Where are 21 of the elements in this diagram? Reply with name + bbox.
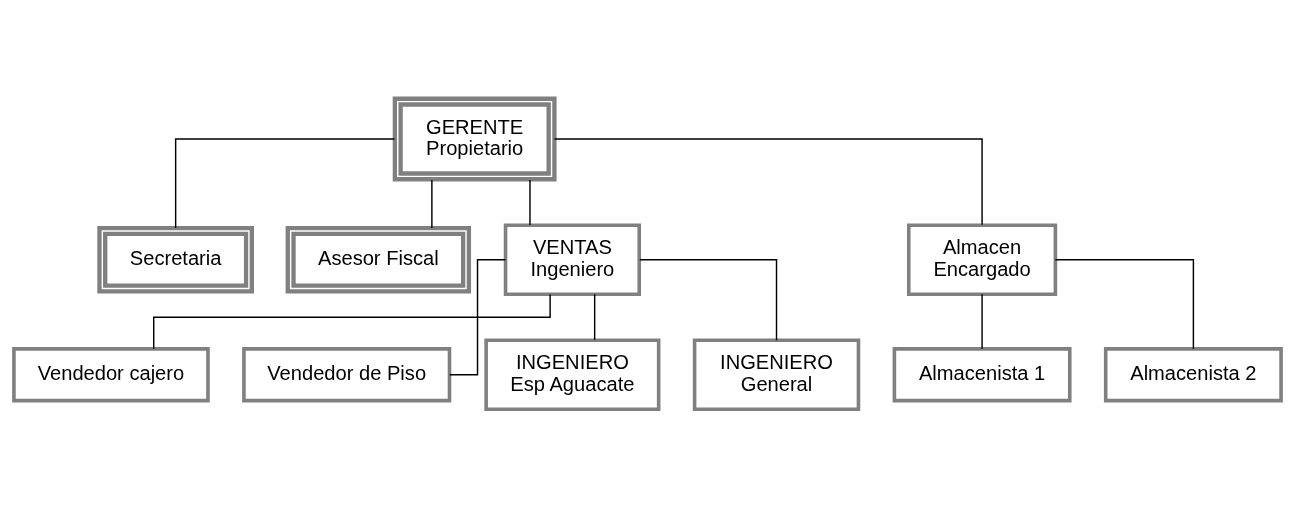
node-box: Vendedor cajero: [12, 347, 210, 403]
node-box: Almacen Encargado: [906, 223, 1058, 297]
node-box: Secretaria: [97, 225, 254, 294]
node-box: VENTAS Ingeniero: [503, 223, 642, 297]
connector: [174, 138, 396, 229]
node-box: Vendedor de Piso: [242, 347, 452, 403]
connector: [529, 179, 531, 226]
node-box: Asesor Fiscal: [285, 225, 472, 294]
connector: [593, 293, 596, 341]
connector: [449, 259, 507, 376]
connector: [431, 179, 433, 229]
node-box: GERENTE Propietario: [392, 96, 557, 182]
connector: [153, 293, 551, 350]
node-box: INGENIERO Esp Aguacate: [484, 338, 661, 412]
connector: [639, 259, 778, 341]
node-box: INGENIERO General: [692, 338, 861, 412]
connector: [981, 293, 983, 350]
node-box: Almacenista 2: [1103, 347, 1283, 403]
connector: [1054, 259, 1195, 350]
node-box: Almacenista 1: [892, 347, 1072, 403]
connector: [553, 138, 983, 226]
